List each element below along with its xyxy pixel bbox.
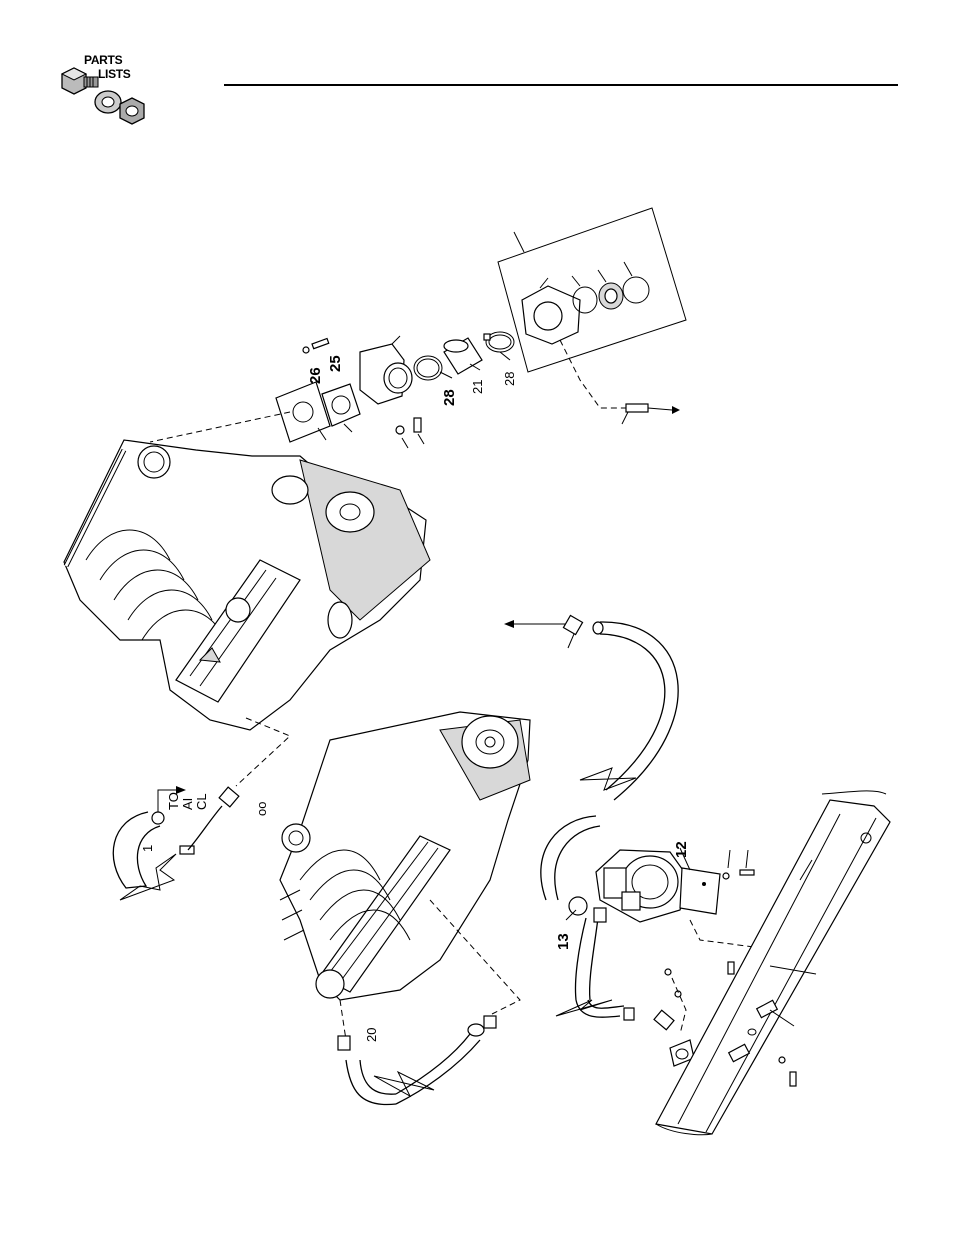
hose-regulator-lower [556, 1000, 694, 1066]
callout-28-right: 28 [502, 372, 517, 386]
fuel-regulator [569, 850, 720, 1000]
label-fragment-cl: CL [194, 793, 209, 810]
callout-25: 25 [327, 355, 344, 372]
callout-26: 26 [307, 367, 324, 384]
engine-lower [280, 712, 530, 1000]
engine-upper [64, 440, 430, 730]
hose-lower-middle [338, 1016, 496, 1105]
label-fragment-to: TO [166, 792, 181, 810]
frame-rail [656, 791, 890, 1135]
label-fragment-small: oo [254, 802, 269, 816]
callout-13: 13 [555, 933, 572, 950]
throttle-body [360, 336, 442, 404]
fuel-fitting-upper [560, 340, 680, 424]
label-fragment-20: 20 [364, 1028, 379, 1042]
callout-21: 21 [470, 380, 485, 394]
callout-28-left: 28 [441, 389, 458, 406]
label-fragment-1: 1 [140, 845, 155, 852]
label-fragment-ai: AI [180, 798, 195, 810]
callout-12: 12 [673, 841, 690, 858]
